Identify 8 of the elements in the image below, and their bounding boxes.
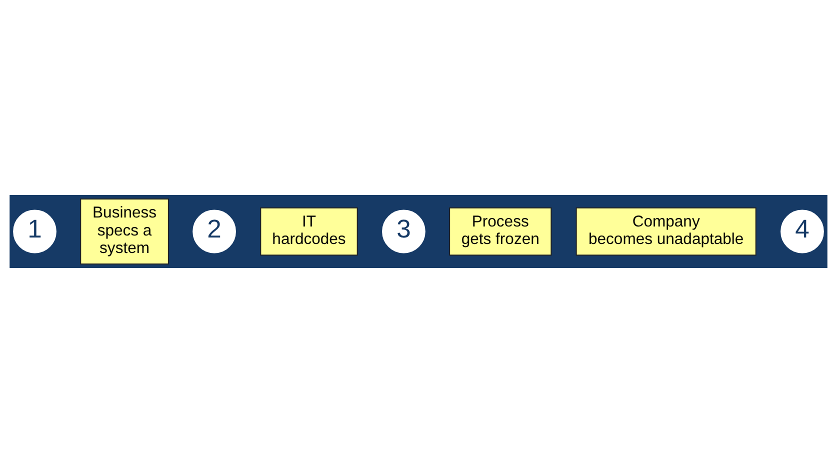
node-box: Company becomes unadaptable xyxy=(576,207,756,256)
node-circle: 3 xyxy=(382,210,426,254)
node-circle: 4 xyxy=(780,210,824,254)
node-box: Business specs a system xyxy=(80,198,169,265)
node-box: Process gets frozen xyxy=(449,207,552,256)
node-circle: 2 xyxy=(192,210,236,254)
node-circle: 1 xyxy=(13,210,56,254)
node-box: IT hardcodes xyxy=(260,207,358,256)
